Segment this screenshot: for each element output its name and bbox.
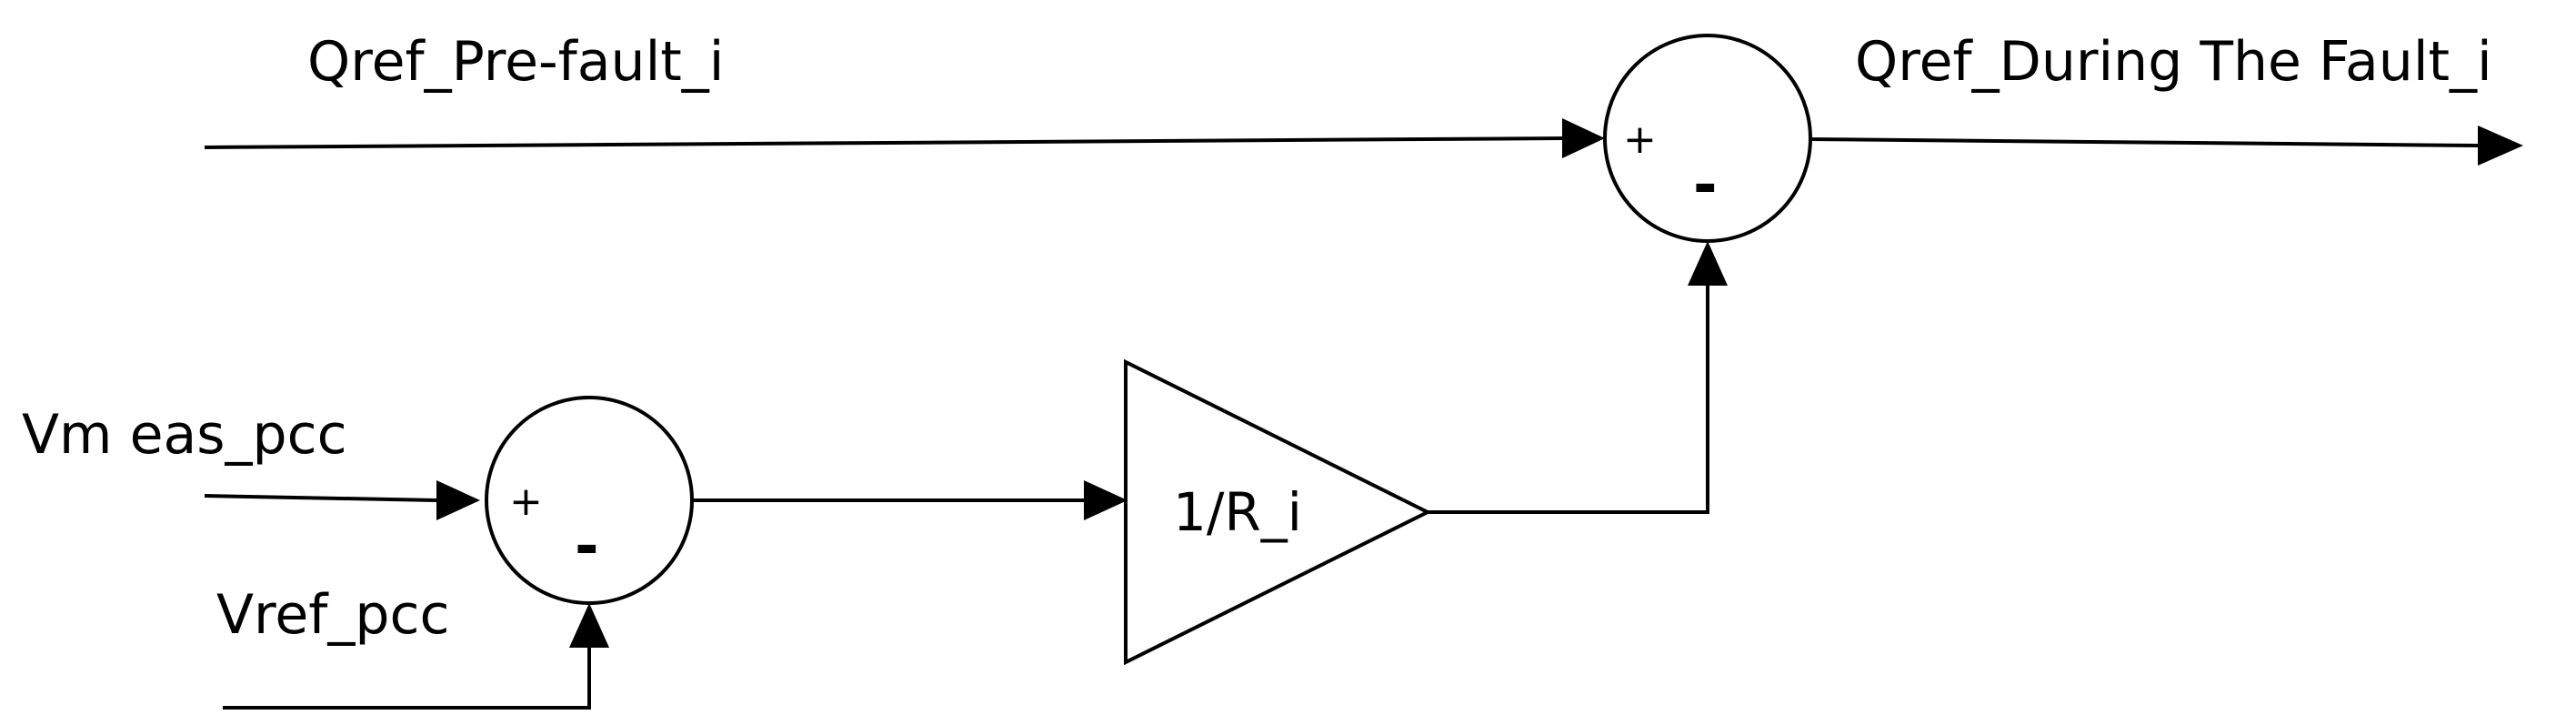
vref-signal-line	[223, 603, 609, 710]
top-sum-minus-sign: -	[1693, 152, 1718, 219]
qref-during-fault-output-line	[1809, 126, 2523, 166]
label-qref-prefault: Qref_Pre-fault_i	[307, 30, 724, 94]
vmeas-signal-line	[204, 480, 480, 520]
label-vmeas: Vm eas_pcc	[22, 403, 347, 467]
bottom-sum-minus-sign: -	[575, 513, 599, 580]
bottom-summing-junction: + -	[485, 396, 694, 605]
droop-feedback-line	[1428, 241, 1728, 514]
arrow-into-top-sum	[1562, 118, 1605, 158]
gain-block: 1/R_i	[1124, 358, 1432, 666]
qref-prefault-signal-line	[204, 118, 1605, 158]
arrow-into-top-sum-minus	[1688, 241, 1728, 286]
output-arrow	[2478, 126, 2523, 166]
arrow-into-bottom-sum	[436, 480, 480, 520]
top-summing-junction: + -	[1603, 34, 1812, 243]
arrow-into-gain	[1084, 480, 1128, 520]
arrow-into-bottom-sum-minus	[569, 603, 609, 648]
label-vref: Vref_pcc	[216, 583, 450, 647]
label-qref-during-fault: Qref_During The Fault_i	[1855, 30, 2492, 94]
top-sum-plus-sign: +	[1623, 116, 1657, 163]
bottom-sum-plus-sign: +	[509, 478, 543, 525]
error-signal-line	[692, 480, 1128, 520]
gain-label: 1/R_i	[1173, 481, 1302, 543]
